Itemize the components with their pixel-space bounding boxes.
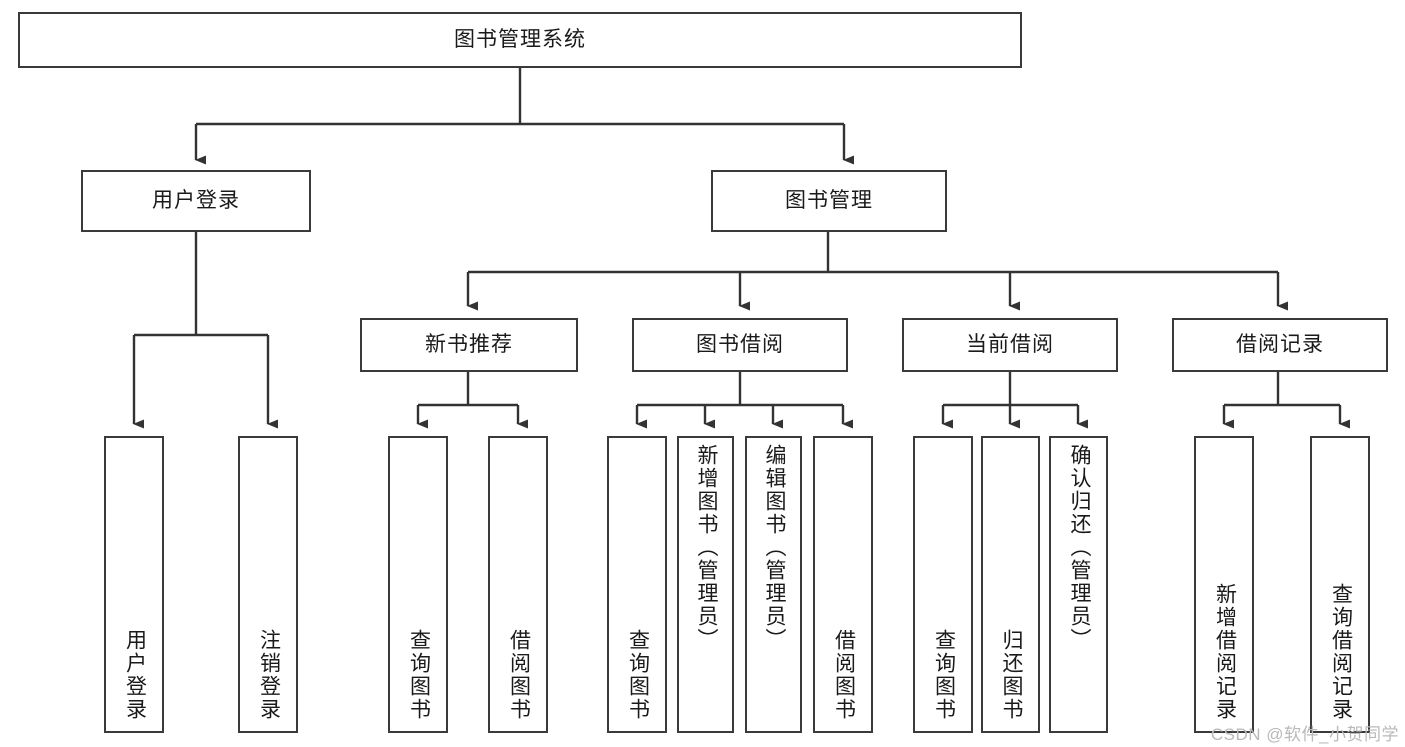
csdn-watermark: CSDN @软件_小贺同学 bbox=[1210, 725, 1399, 744]
node-label: 新增借阅记录 bbox=[1213, 583, 1237, 721]
node-label: 确认归还（管理员） bbox=[1067, 444, 1091, 651]
node-label: 新增图书（管理员） bbox=[694, 444, 718, 651]
node-label: 用户登录 bbox=[123, 629, 147, 721]
node-new-book-recommend[interactable]: 新书推荐 bbox=[360, 318, 578, 372]
node-label: 归还图书 bbox=[999, 629, 1023, 721]
node-label: 图书借阅 bbox=[696, 333, 784, 357]
node-label: 用户登录 bbox=[152, 189, 240, 213]
node-label: 注销登录 bbox=[257, 629, 281, 721]
node-label: 新书推荐 bbox=[425, 333, 513, 357]
node-book-borrow[interactable]: 图书借阅 bbox=[632, 318, 848, 372]
node-label: 查询借阅记录 bbox=[1329, 583, 1353, 721]
leaf-borrow-record-query-record[interactable]: 查询借阅记录 bbox=[1310, 436, 1370, 733]
node-book-management[interactable]: 图书管理 bbox=[711, 170, 947, 232]
node-label: 借阅记录 bbox=[1236, 333, 1324, 357]
node-root-book-management-system[interactable]: 图书管理系统 bbox=[18, 12, 1022, 68]
node-borrow-record[interactable]: 借阅记录 bbox=[1172, 318, 1388, 372]
node-label: 查询图书 bbox=[626, 629, 650, 721]
leaf-current-borrow-confirm-return-admin[interactable]: 确认归还（管理员） bbox=[1049, 436, 1108, 733]
leaf-user-login-login[interactable]: 用户登录 bbox=[104, 436, 164, 733]
node-label: 当前借阅 bbox=[966, 333, 1054, 357]
leaf-new-book-query-book[interactable]: 查询图书 bbox=[388, 436, 448, 733]
leaf-user-login-logout[interactable]: 注销登录 bbox=[238, 436, 298, 733]
node-label: 借阅图书 bbox=[507, 629, 531, 721]
leaf-book-borrow-edit-book-admin[interactable]: 编辑图书（管理员） bbox=[745, 436, 802, 733]
node-label: 查询图书 bbox=[932, 629, 956, 721]
node-label: 查询图书 bbox=[407, 629, 431, 721]
node-label: 借阅图书 bbox=[832, 629, 856, 721]
node-user-login[interactable]: 用户登录 bbox=[81, 170, 311, 232]
leaf-current-borrow-query-book[interactable]: 查询图书 bbox=[913, 436, 973, 733]
leaf-book-borrow-add-book-admin[interactable]: 新增图书（管理员） bbox=[677, 436, 734, 733]
leaf-new-book-borrow-book[interactable]: 借阅图书 bbox=[488, 436, 548, 733]
leaf-current-borrow-return-book[interactable]: 归还图书 bbox=[981, 436, 1040, 733]
leaf-book-borrow-borrow-book[interactable]: 借阅图书 bbox=[813, 436, 873, 733]
node-label: 图书管理 bbox=[785, 189, 873, 213]
node-label: 编辑图书（管理员） bbox=[762, 444, 786, 651]
node-label: 图书管理系统 bbox=[454, 28, 586, 52]
leaf-borrow-record-add-record[interactable]: 新增借阅记录 bbox=[1194, 436, 1254, 733]
leaf-book-borrow-query-book[interactable]: 查询图书 bbox=[607, 436, 667, 733]
node-current-borrow[interactable]: 当前借阅 bbox=[902, 318, 1118, 372]
